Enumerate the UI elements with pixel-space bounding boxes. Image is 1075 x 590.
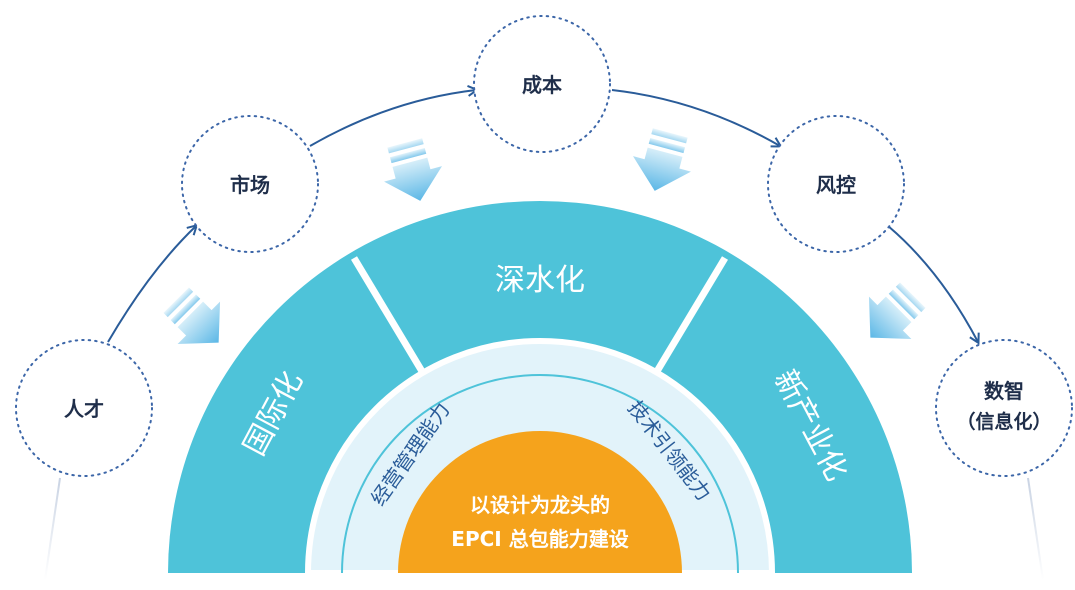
right-support-line: [1027, 477, 1044, 581]
factor-digital-label: 数智: [984, 379, 1024, 403]
core-circle: [398, 431, 682, 573]
core-line-2: EPCI 总包能力建设: [451, 527, 628, 551]
factor-market: 市场: [181, 115, 319, 253]
ring-divider-right: [649, 256, 729, 380]
factor-cost: 成本: [473, 15, 611, 153]
factor-risk-label: 风控: [816, 173, 856, 197]
ring-divider-left: [350, 256, 430, 380]
factor-cost-label: 成本: [522, 73, 562, 97]
factor-talent: 人才: [15, 339, 153, 477]
factor-risk: 风控: [767, 115, 905, 253]
down-arrow-icon: [868, 282, 926, 340]
factor-digital: 数智 （信息化）: [935, 339, 1073, 477]
down-arrow-icon: [632, 128, 691, 191]
core-line-1: 以设计为龙头的: [470, 493, 610, 517]
arrow-cost-to-risk: [611, 89, 780, 146]
factor-talent-label: 人才: [64, 397, 104, 421]
segment-deepwater-label: 深水化: [495, 263, 585, 298]
arrow-talent-to-market: [107, 226, 196, 343]
inner-ring-line: [341, 374, 739, 574]
factor-digital-sublabel: （信息化）: [956, 410, 1051, 433]
down-arrow-icon: [163, 287, 221, 345]
left-support-line: [44, 477, 61, 581]
arrow-market-to-cost: [309, 90, 476, 147]
arrow-risk-to-digital: [887, 225, 978, 342]
down-arrow-icon: [384, 138, 443, 201]
factor-market-label: 市场: [230, 173, 270, 197]
